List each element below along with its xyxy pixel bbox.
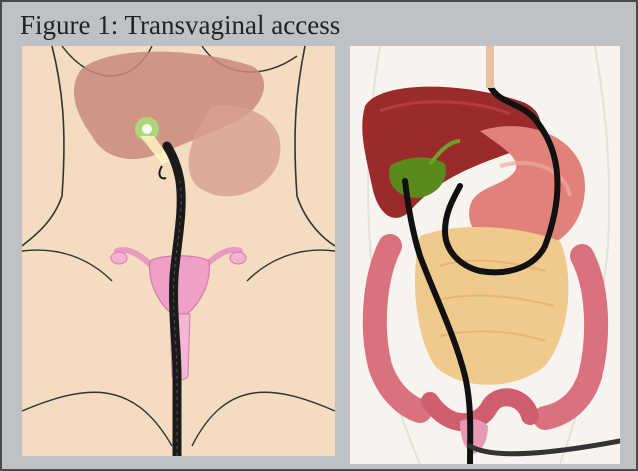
abdominal-organs-icon <box>350 46 620 464</box>
transvaginal-schematic-panel <box>22 46 335 456</box>
abdominal-organs-panel <box>350 46 620 464</box>
figure-caption: Figure 1: Transvaginal access <box>20 6 340 44</box>
transvaginal-schematic-icon <box>22 46 335 456</box>
